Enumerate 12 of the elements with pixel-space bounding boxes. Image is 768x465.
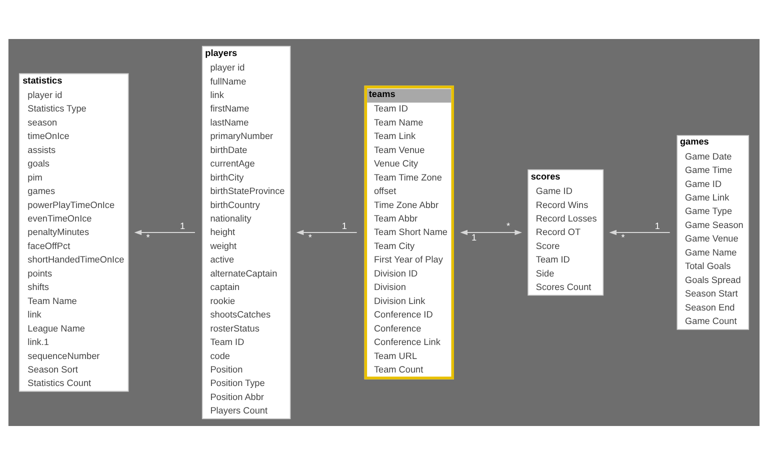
label: * <box>506 220 510 231</box>
label: 1 <box>342 220 347 231</box>
label: 1 <box>654 220 660 231</box>
arrow <box>134 230 196 236</box>
label: * <box>621 232 625 243</box>
arrow <box>609 230 670 236</box>
arrow <box>460 230 522 236</box>
label: 1 <box>471 232 477 243</box>
label: * <box>146 232 150 243</box>
label: 1 <box>180 220 186 231</box>
arrow <box>296 230 358 236</box>
label: * <box>308 232 312 243</box>
